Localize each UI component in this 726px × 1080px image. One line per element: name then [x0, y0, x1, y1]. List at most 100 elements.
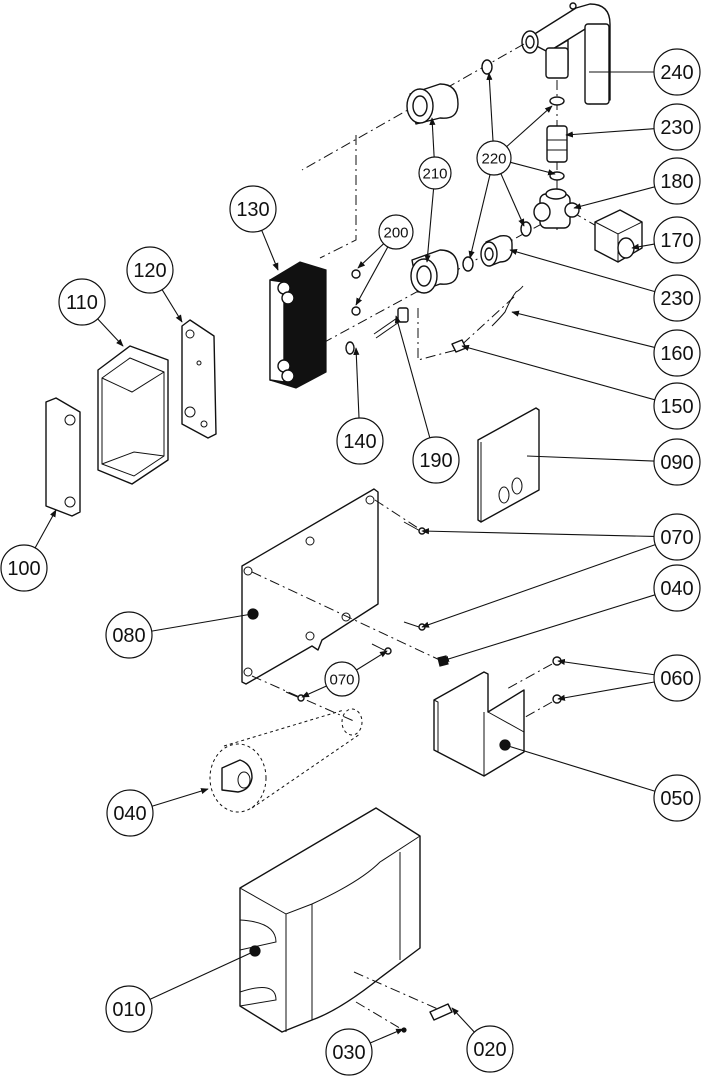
- callout-label: 070: [329, 672, 354, 689]
- part-220-oring-5: [520, 221, 532, 237]
- part-120-plate: [181, 319, 217, 439]
- callout-label: 010: [112, 999, 145, 1021]
- callout-030: 030: [325, 1028, 404, 1076]
- callout-label: 160: [660, 343, 693, 365]
- leader-line: [151, 613, 253, 632]
- callout-bubble: [466, 1025, 514, 1073]
- assembly-line-080-lower: [251, 675, 357, 723]
- callout-200: 200: [355, 214, 414, 306]
- assembly-line-070-upper: [374, 499, 419, 529]
- leader-line: [557, 658, 655, 676]
- part-210-sleeve-upper: [406, 83, 459, 125]
- callout-050: 050: [504, 744, 701, 822]
- part-240-pipe-assembly: [521, 2, 611, 105]
- leader-line: [510, 161, 556, 176]
- callout-bubble: [653, 564, 701, 612]
- part-130-heat-exchanger: [269, 261, 327, 389]
- callout-bubble: [653, 157, 701, 205]
- leader-line: [565, 128, 655, 138]
- callout-bubble: [653, 329, 701, 377]
- part-050-bracket: [433, 671, 525, 777]
- parts-layer: [45, 2, 643, 1033]
- callout-label: 130: [236, 199, 269, 221]
- part-040-detail-callout: [209, 708, 363, 813]
- callout-040a: 040: [441, 564, 701, 662]
- leader-line: [504, 744, 656, 792]
- callout-190: 190: [394, 315, 460, 484]
- callout-220: 220: [468, 72, 556, 259]
- callout-label: 050: [660, 788, 693, 810]
- leader-line: [261, 230, 279, 271]
- callout-label: 180: [660, 171, 693, 193]
- callout-bubble: [412, 436, 460, 484]
- callout-label: 150: [660, 396, 693, 418]
- part-200-nut-1: [351, 269, 361, 279]
- callout-bubble: [336, 417, 384, 465]
- callout-bubble: [105, 611, 153, 659]
- leader-line: [468, 174, 491, 259]
- leader-line: [357, 243, 385, 269]
- callout-label: 060: [660, 668, 693, 690]
- part-170-actuator: [594, 209, 643, 263]
- callout-bubble: [378, 214, 414, 250]
- callout-bubble: [324, 661, 360, 697]
- callout-label: 230: [660, 117, 693, 139]
- leader-line: [500, 173, 525, 227]
- assembly-line-130-up: [319, 135, 357, 259]
- leader-line: [353, 347, 360, 419]
- part-020-clip: [429, 1003, 453, 1021]
- callout-label: 120: [133, 260, 166, 282]
- callout-020: 020: [451, 1007, 514, 1073]
- callout-210: 210: [418, 117, 452, 263]
- callout-bubble: [325, 1028, 373, 1076]
- leader-line: [151, 788, 209, 807]
- leader-line: [161, 289, 183, 323]
- callout-060: 060: [557, 654, 701, 702]
- assembly-line-080-diag: [251, 571, 445, 663]
- part-200-nut-2: [351, 306, 361, 316]
- callout-bubble: [105, 985, 153, 1033]
- part-220-oring-2: [549, 96, 565, 106]
- leader-line: [424, 188, 435, 263]
- leader-line: [451, 1007, 475, 1033]
- leader-line: [97, 318, 124, 347]
- callout-label: 210: [422, 166, 447, 183]
- callout-070a: 070: [421, 513, 701, 628]
- callouts-layer: 2402301802202101702302001301201101601501…: [0, 48, 701, 1076]
- callout-040b: 040: [106, 788, 209, 837]
- callout-bubble: [58, 278, 106, 326]
- callout-bubble: [653, 48, 701, 96]
- leader-line: [509, 248, 656, 293]
- assembly-line-030: [355, 1001, 404, 1031]
- leader-line: [34, 509, 57, 549]
- callout-label: 190: [419, 450, 452, 472]
- callout-230b: 230: [509, 248, 701, 322]
- callout-label: 080: [112, 625, 145, 647]
- callout-bubble: [653, 654, 701, 702]
- callout-label: 040: [660, 578, 693, 600]
- callout-label: 220: [481, 151, 506, 168]
- callout-bubble: [418, 156, 452, 190]
- part-140-washer: [345, 341, 355, 355]
- leader-line: [506, 105, 553, 148]
- leader-line: [394, 315, 431, 438]
- callout-130: 130: [229, 185, 279, 271]
- callout-bubble: [653, 382, 701, 430]
- callout-label: 170: [660, 230, 693, 252]
- part-230-fitting-horizontal: [480, 234, 513, 267]
- leader-line: [573, 186, 655, 210]
- callout-150: 150: [461, 344, 701, 430]
- assembly-line-060: [504, 663, 553, 721]
- callout-090: 090: [526, 438, 701, 486]
- callout-label: 200: [383, 225, 408, 242]
- callout-bubble: [476, 140, 512, 176]
- leader-line: [441, 594, 656, 662]
- callout-label: 040: [113, 803, 146, 825]
- callout-160: 160: [511, 310, 701, 377]
- leader-line: [429, 117, 436, 158]
- leader-line: [631, 243, 655, 250]
- callout-label: 100: [7, 558, 40, 580]
- part-230-fitting-vertical: [546, 125, 568, 163]
- callout-240: 240: [589, 48, 701, 96]
